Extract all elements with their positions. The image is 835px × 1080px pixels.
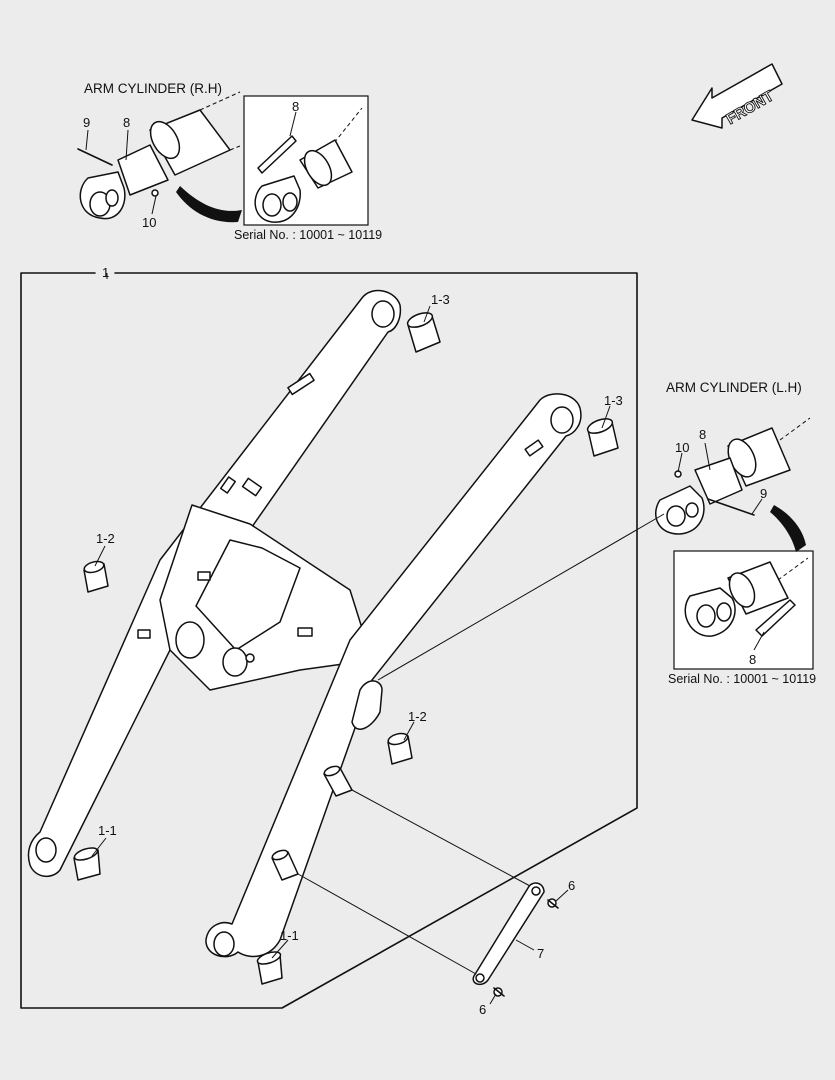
callout-lh-nut: 10 [675,440,690,455]
callout-lh-bolt: 9 [760,486,768,501]
callout-lock-bottom: 6 [479,1002,487,1017]
bushing-1-3-right [586,418,619,457]
lh-detail-cylinder [684,557,809,637]
assembly-outline [20,272,638,1009]
callout-rh-pin-shim-detail: 8 [292,99,300,114]
pin-upper [323,765,353,797]
callout-rh-nut: 10 [142,215,157,230]
bushing-1-3-left [406,312,441,353]
lh-cylinder-title: ARM CYLINDER (L.H) [666,380,802,395]
rh-detail-pointer [176,186,242,223]
callout-bushing-rear-left: 1-1 [98,823,117,838]
callout-rh-pin-shim: 8 [123,115,131,130]
lh-arm-cylinder [655,417,811,535]
link-bar [472,882,545,986]
right-arm [205,393,582,958]
callout-lh-pin-shim: 8 [699,427,707,442]
lh-detail-pointer [770,505,806,552]
bushing-1-2-right [387,732,413,765]
rh-serial-number: Serial No. : 10001 ~ 10119 [234,228,383,242]
rh-arm-cylinder [77,91,241,220]
cross-tube [159,504,373,691]
callout-leaders [85,111,765,1005]
pin-lower-leader [297,873,477,975]
callout-rh-bolt: 9 [83,115,91,130]
callout-lh-pin-shim-detail: 8 [749,652,757,667]
lh-cylinder-leader [377,513,665,681]
callout-lock-top: 6 [568,878,576,893]
left-arm [27,289,402,877]
callout-link: 7 [537,946,545,961]
bushing-1-2-left [83,560,109,593]
callout-assembly: 1 [102,265,110,280]
front-arrow-icon: FRONT [691,63,783,129]
callout-bushing-rear-right: 1-1 [280,928,299,943]
callout-bushing-mid-right: 1-2 [408,709,427,724]
bushing-1-1-left [73,847,101,881]
callout-bushing-front-right: 1-3 [604,393,623,408]
callout-bushing-mid-left: 1-2 [96,531,115,546]
callout-bushing-front-left: 1-3 [431,292,450,307]
rh-detail-cylinder [254,107,363,223]
pin-upper-leader [351,789,531,887]
lh-serial-number: Serial No. : 10001 ~ 10119 [668,672,817,686]
rh-cylinder-title: ARM CYLINDER (R.H) [84,81,223,96]
lock-bolt-top [547,898,559,909]
